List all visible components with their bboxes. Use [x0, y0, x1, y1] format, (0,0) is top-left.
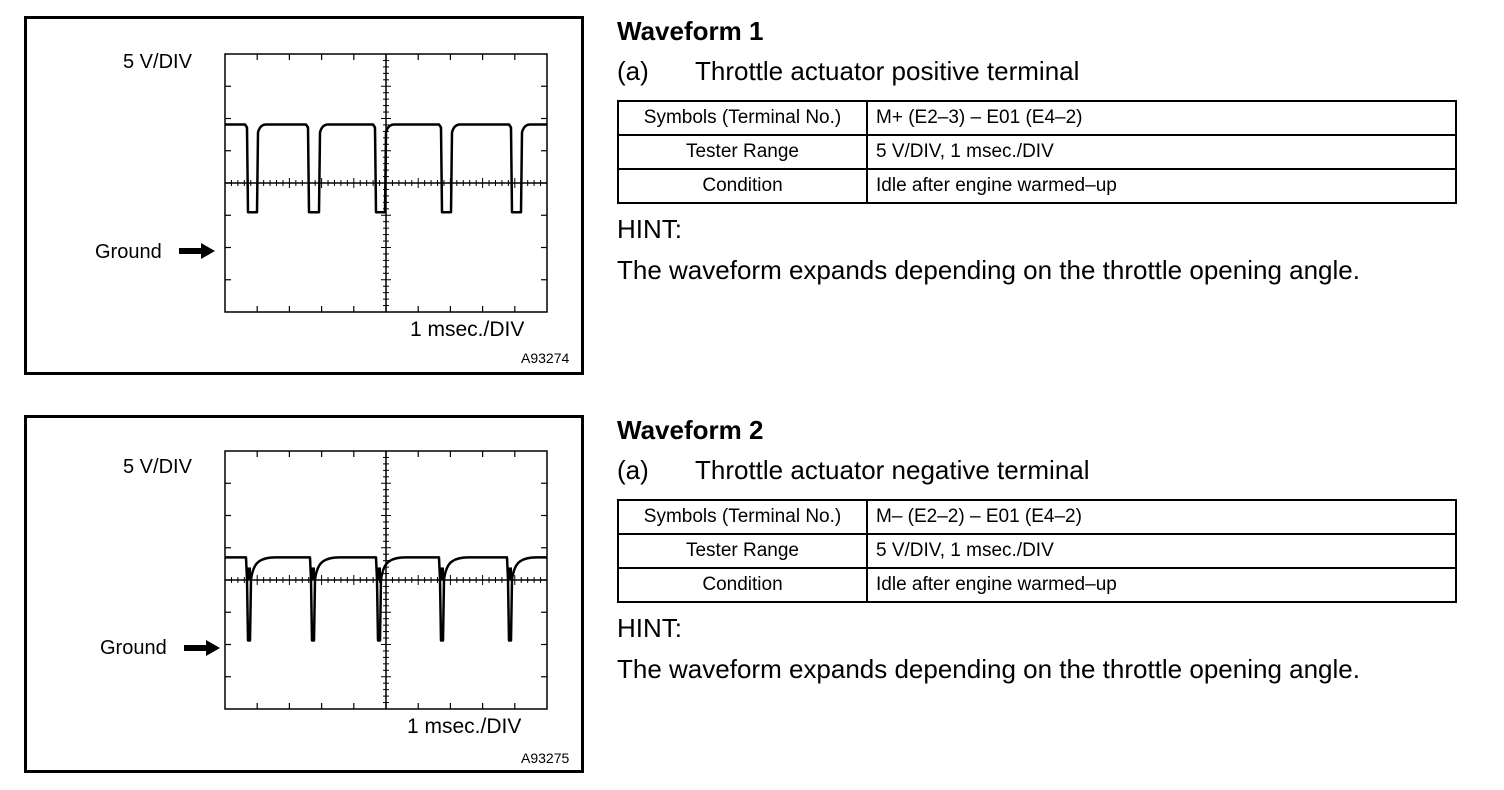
ground-arrow-icon — [184, 640, 220, 656]
figure-code: A93274 — [521, 350, 570, 366]
waveform-1-table: Symbols (Terminal No.) M+ (E2–3) – E01 (… — [617, 100, 1457, 204]
hint-text: The waveform expands depending on the th… — [617, 654, 1360, 684]
table-row: Tester Range 5 V/DIV, 1 msec./DIV — [617, 533, 1457, 569]
table-value: Idle after engine warmed–up — [866, 567, 1457, 603]
table-row: Symbols (Terminal No.) M– (E2–2) – E01 (… — [617, 499, 1457, 535]
table-value: Idle after engine warmed–up — [866, 168, 1457, 204]
waveform-2-panel: Waveform 2 (a) Throttle actuator negativ… — [617, 415, 1457, 689]
oscilloscope-screen-2 — [224, 450, 548, 710]
waveform-1-figure: 5 V/DIV Ground 1 msec./DIV A93274 — [24, 16, 584, 375]
table-key: Condition — [617, 168, 868, 204]
subtitle-text: Throttle actuator positive terminal — [695, 56, 1080, 86]
ground-arrow-icon — [179, 243, 215, 259]
hint-label: HINT: — [617, 214, 682, 244]
hint-label: HINT: — [617, 613, 682, 643]
table-row: Condition Idle after engine warmed–up — [617, 567, 1457, 603]
subtitle-text: Throttle actuator negative terminal — [695, 455, 1090, 485]
ground-label: Ground — [95, 241, 162, 263]
subtitle-letter: (a) — [617, 455, 649, 485]
voltage-scale-label: 5 V/DIV — [123, 456, 192, 478]
figure-code: A93275 — [521, 750, 570, 766]
time-scale-label: 1 msec./DIV — [407, 715, 522, 738]
spike-thickening — [310, 567, 315, 580]
table-key: Symbols (Terminal No.) — [617, 499, 868, 535]
table-row: Tester Range 5 V/DIV, 1 msec./DIV — [617, 134, 1457, 170]
waveform-1-panel: Waveform 1 (a) Throttle actuator positiv… — [617, 16, 1457, 290]
waveform-1-title: Waveform 1 — [617, 16, 764, 46]
waveform-trace — [225, 123, 547, 214]
waveform-2-figure: 5 V/DIV Ground 1 msec./DIV A93275 — [24, 415, 584, 773]
table-key: Tester Range — [617, 134, 868, 170]
waveform-2-subtitle: (a) Throttle actuator negative terminal — [617, 455, 1457, 485]
table-value: M– (E2–2) – E01 (E4–2) — [866, 499, 1457, 535]
hint-text: The waveform expands depending on the th… — [617, 255, 1360, 285]
spike-thickening — [376, 567, 381, 580]
table-key: Condition — [617, 567, 868, 603]
table-value: 5 V/DIV, 1 msec./DIV — [866, 134, 1457, 170]
table-key: Symbols (Terminal No.) — [617, 100, 868, 136]
time-scale-label: 1 msec./DIV — [410, 318, 525, 341]
voltage-scale-label: 5 V/DIV — [123, 51, 192, 73]
spike-thickening — [507, 567, 512, 580]
spike-thickening — [246, 567, 251, 580]
table-key: Tester Range — [617, 533, 868, 569]
waveform-2-table: Symbols (Terminal No.) M– (E2–2) – E01 (… — [617, 499, 1457, 603]
table-value: M+ (E2–3) – E01 (E4–2) — [866, 100, 1457, 136]
subtitle-letter: (a) — [617, 56, 649, 86]
waveform-1-subtitle: (a) Throttle actuator positive terminal — [617, 56, 1457, 86]
table-row: Condition Idle after engine warmed–up — [617, 168, 1457, 204]
table-value: 5 V/DIV, 1 msec./DIV — [866, 533, 1457, 569]
table-row: Symbols (Terminal No.) M+ (E2–3) – E01 (… — [617, 100, 1457, 136]
ground-label: Ground — [100, 637, 167, 659]
waveform-2-title: Waveform 2 — [617, 415, 764, 445]
spike-thickening — [439, 567, 444, 580]
oscilloscope-screen-1 — [224, 53, 548, 313]
